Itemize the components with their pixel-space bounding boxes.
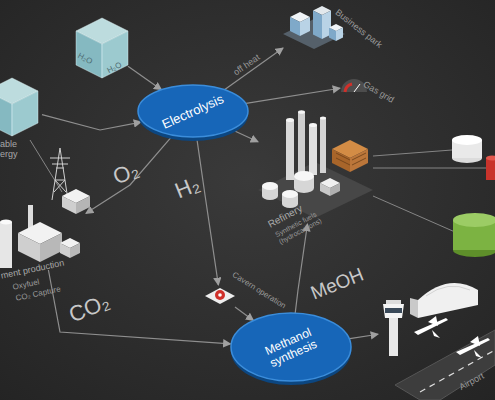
- refinery-icon: [286, 118, 294, 122]
- cavern-icon: [205, 288, 235, 304]
- airport-icon: [383, 283, 495, 400]
- airport-icon: [385, 308, 402, 313]
- refinery-icon: [298, 112, 305, 178]
- transformer: [76, 196, 90, 214]
- node-sublabel: H₂O: [106, 61, 123, 76]
- flow-connector: [197, 139, 218, 285]
- facility-node: Business park: [283, 2, 345, 50]
- airport-icon: [426, 286, 470, 296]
- airport-icon: [414, 316, 448, 338]
- airport-icon: [386, 300, 401, 304]
- flow-connector: [224, 48, 283, 90]
- refinery-icon: [320, 183, 330, 196]
- facility-node: H₂O H₂O: [76, 18, 128, 78]
- refinery-icon: [298, 110, 305, 114]
- airport-icon: [395, 330, 495, 400]
- power-pylon: [50, 148, 70, 200]
- airport-icon: [418, 283, 478, 318]
- flow-connector: [86, 137, 171, 213]
- facility-node: Airport: [378, 270, 495, 380]
- refinery-icon: [320, 118, 326, 173]
- refinery-icon: [336, 153, 366, 165]
- storage-tank: [452, 135, 482, 145]
- business-park-icon: [300, 17, 310, 36]
- node-label: able ergy: [0, 140, 24, 160]
- supply-line: [373, 196, 455, 232]
- refinery-icon: [286, 120, 294, 180]
- business-park-icon: [336, 28, 343, 42]
- water-tank: [76, 31, 102, 78]
- transformer: [62, 196, 76, 214]
- disc-top: [138, 85, 248, 137]
- facility-node: able ergy: [0, 78, 42, 140]
- gas-meter-icon: [354, 84, 360, 92]
- cement-plant-icon: [18, 233, 40, 262]
- cement-plant-icon: [0, 205, 80, 268]
- business-park-icon: [290, 17, 300, 36]
- storage-tank: [453, 213, 495, 227]
- facility-node: Cavern operation: [205, 285, 235, 307]
- flow-connector: [246, 88, 340, 103]
- water-tank: [0, 18, 128, 136]
- flow-connector: [234, 131, 258, 142]
- node-label: H₂O: [76, 52, 93, 67]
- cement-plant-icon: [70, 243, 80, 258]
- process-disc: Methanol synthesis: [230, 310, 352, 386]
- storage-tank: [452, 135, 495, 257]
- refinery-icon: [309, 125, 317, 175]
- cavern-icon: [218, 293, 222, 297]
- refinery-icon: [350, 149, 368, 172]
- flow-connector: [295, 224, 307, 313]
- cement-plant-icon: [40, 233, 62, 262]
- refinery-icon: [262, 182, 278, 190]
- supply-line: [30, 140, 486, 232]
- airport-icon: [420, 350, 495, 392]
- refinery-icon: [309, 123, 317, 127]
- supply-line: [373, 168, 486, 169]
- storage-tank: [486, 156, 495, 161]
- airport-icon: [456, 336, 490, 358]
- refinery-icon: [282, 190, 298, 198]
- flow-connector: [350, 334, 378, 338]
- facility-node: Gas grid: [340, 76, 368, 96]
- cavern-icon: [205, 288, 235, 304]
- supply-line: [373, 150, 452, 156]
- refinery-icon: [294, 171, 314, 181]
- airport-icon: [410, 298, 418, 318]
- water-tank: [102, 31, 128, 78]
- gas-meter-icon: [345, 84, 352, 92]
- transformer: [62, 189, 90, 214]
- storage-tank: [486, 158, 495, 180]
- refinery-icon: [258, 110, 373, 218]
- cement-plant-icon: [60, 243, 70, 258]
- flow-connector: [235, 307, 253, 320]
- facility-node: RefinerySynthetic fuels (hydrocarbons): [258, 112, 373, 224]
- process-disc: Electrolysis: [137, 82, 249, 142]
- cement-plant-icon: [0, 222, 12, 268]
- refinery-icon: [330, 183, 340, 196]
- disc-top: [231, 313, 351, 381]
- cavern-icon: [215, 290, 225, 300]
- water-tank: [12, 91, 38, 136]
- power-pylon: [50, 148, 70, 200]
- flow-connector: [128, 66, 161, 89]
- business-park-icon: [313, 11, 322, 40]
- refinery-icon: [320, 117, 326, 120]
- cement-plant-icon: [0, 220, 12, 225]
- water-tank: [0, 91, 12, 136]
- airport-icon: [383, 304, 404, 318]
- airport-icon: [389, 318, 398, 356]
- business-park-icon: [329, 28, 336, 42]
- flow-connector: [42, 115, 141, 130]
- flow-connector: [48, 270, 230, 344]
- facility-node: ment productionOxyfuelCO₂ Capture: [0, 212, 86, 270]
